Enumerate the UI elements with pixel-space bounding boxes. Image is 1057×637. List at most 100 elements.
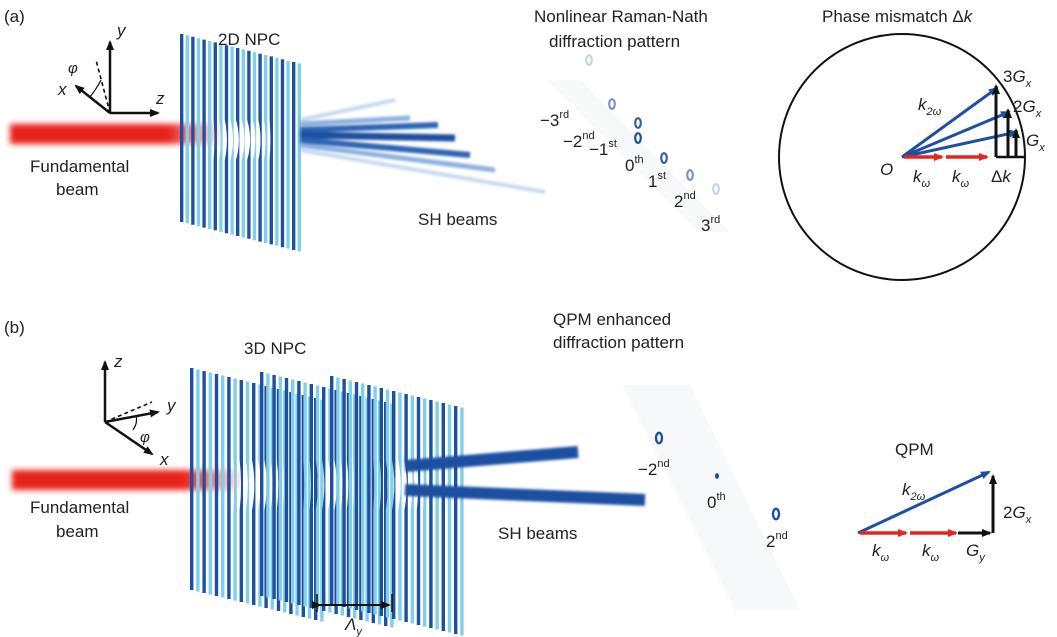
npc-2d-domain (202, 39, 206, 228)
axis-z-label-b: z (113, 352, 123, 371)
diffraction-order-label: 3rd (701, 214, 720, 235)
npc-2d-domain (208, 41, 212, 229)
npc-3d-domain (441, 403, 446, 631)
npc-3d-domain (214, 374, 219, 596)
diffraction-orders-b: −2nd 0th 2nd (638, 458, 788, 551)
g2x-label-b: 2Gx (1003, 503, 1032, 526)
npc-3d-domain (245, 381, 250, 604)
npc-3d-domain (385, 389, 390, 618)
npc-3d-domain (196, 369, 200, 592)
npc-3d-domain (322, 387, 326, 611)
npc-3d-domain (315, 385, 320, 610)
pattern-title-a-line1: Nonlinear Raman-Nath (534, 7, 708, 26)
npc-3d-domain (361, 383, 365, 612)
kw-label-b2: kω (922, 541, 940, 564)
npc-3d-label: 3D NPC (244, 339, 306, 358)
npc-2d-domain (185, 35, 189, 224)
diffraction-spots-b (654, 431, 781, 521)
npc-2d-domain (286, 60, 290, 249)
diffraction-spot (712, 183, 720, 195)
diffraction-order-label: 0th (707, 491, 726, 512)
npc-3d-domain (379, 388, 384, 616)
gx-label: Gx (1026, 131, 1045, 154)
diffraction-spot (660, 152, 668, 164)
axis-y-label-b: y (166, 396, 177, 415)
diffraction-order-label: −3rd (540, 109, 569, 130)
npc-3d-domain (291, 379, 295, 604)
axis-angle-label-b: φ (140, 429, 150, 446)
diffraction-order-label: 2nd (674, 190, 696, 211)
npc-2d-domain (252, 52, 257, 241)
mismatch-title: Phase mismatch Δk (822, 7, 974, 26)
npc-3d-domain (260, 372, 264, 596)
kw-label-a2: kω (952, 167, 970, 190)
dk-label: Δk (991, 167, 1012, 186)
origin-label: O (880, 160, 893, 179)
g2x-label: 2Gx (1013, 97, 1042, 120)
npc-3d-domain (392, 391, 396, 619)
npc-2d-domain (196, 38, 201, 227)
diffraction-spot (686, 169, 694, 181)
fundamental-label-a-line2: beam (56, 180, 99, 199)
npc-2d-domain (269, 56, 273, 245)
npc-2d-domain (219, 43, 223, 232)
npc-3d-domain (367, 385, 371, 613)
mismatch-vectors (901, 84, 1025, 161)
npc-2d-domain (275, 57, 279, 246)
npc-2d-domain (213, 42, 217, 231)
npc-3d-domain (239, 380, 244, 602)
qpm-title: QPM (895, 440, 934, 459)
diffraction-spot (715, 473, 719, 479)
npc-3d-domain (348, 380, 353, 609)
diffraction-spot (585, 54, 593, 66)
npc-3d-domain (303, 382, 307, 607)
npc-3d-domain (309, 384, 314, 608)
npc-3d-domain (404, 394, 408, 622)
npc-2d-domain (264, 55, 268, 243)
axis-x-label: x (57, 80, 67, 99)
npc-3d-domain (227, 377, 231, 599)
axis-x-label-b: x (159, 450, 169, 469)
npc-3d-domain (354, 382, 359, 610)
period-marker (312, 594, 393, 612)
npc-3d-domain (435, 401, 439, 630)
npc-3d-domain (252, 383, 256, 605)
axis-z-label: z (155, 89, 165, 108)
npc-2d-domain (241, 49, 245, 238)
npc-2d-domain (191, 36, 195, 225)
diffraction-spot (634, 117, 642, 129)
fundamental-beam-a (10, 124, 220, 144)
pattern-screen-a (548, 80, 730, 232)
diffraction-order-label: 2nd (766, 530, 788, 551)
fundamental-label-a-line1: Fundamental (30, 157, 129, 176)
kw-label-a1: kω (913, 167, 931, 190)
npc-3d-domain (460, 407, 464, 636)
npc-3d-domain (429, 400, 433, 628)
panel-a-axes: y z x φ (57, 21, 165, 117)
axis-angle-label: φ (68, 60, 78, 77)
npc-3d-domain (342, 379, 346, 607)
sh-label-b: SH beams (498, 524, 577, 543)
npc-3d-domain (297, 381, 301, 605)
pattern-title-a-line2: diffraction pattern (549, 32, 680, 51)
npc-2d-domain (247, 50, 251, 239)
diffraction-order-label: 1st (648, 170, 666, 191)
npc-3d-domain (454, 406, 458, 634)
pattern-title-b-line2: diffraction pattern (553, 333, 684, 352)
npc-3d-domain (416, 397, 421, 625)
diffraction-order-label: −2nd (638, 458, 670, 479)
npc-3d-domain (266, 373, 270, 598)
pattern-screen-b (622, 385, 800, 610)
gy-label: Gy (966, 541, 986, 564)
npc-3d-domain (190, 368, 194, 590)
npc-3d-domain (410, 395, 415, 624)
diffraction-spot (771, 507, 781, 521)
npc-3d-domain (398, 392, 402, 621)
diffraction-spot (654, 431, 664, 445)
diffraction-order-label: 0th (625, 154, 644, 175)
npc-2d-label: 2D NPC (218, 30, 280, 49)
npc-2d-domain (180, 34, 184, 222)
pattern-title-b-line1: QPM enhanced (553, 310, 671, 329)
fundamental-label-b-line2: beam (56, 522, 99, 541)
